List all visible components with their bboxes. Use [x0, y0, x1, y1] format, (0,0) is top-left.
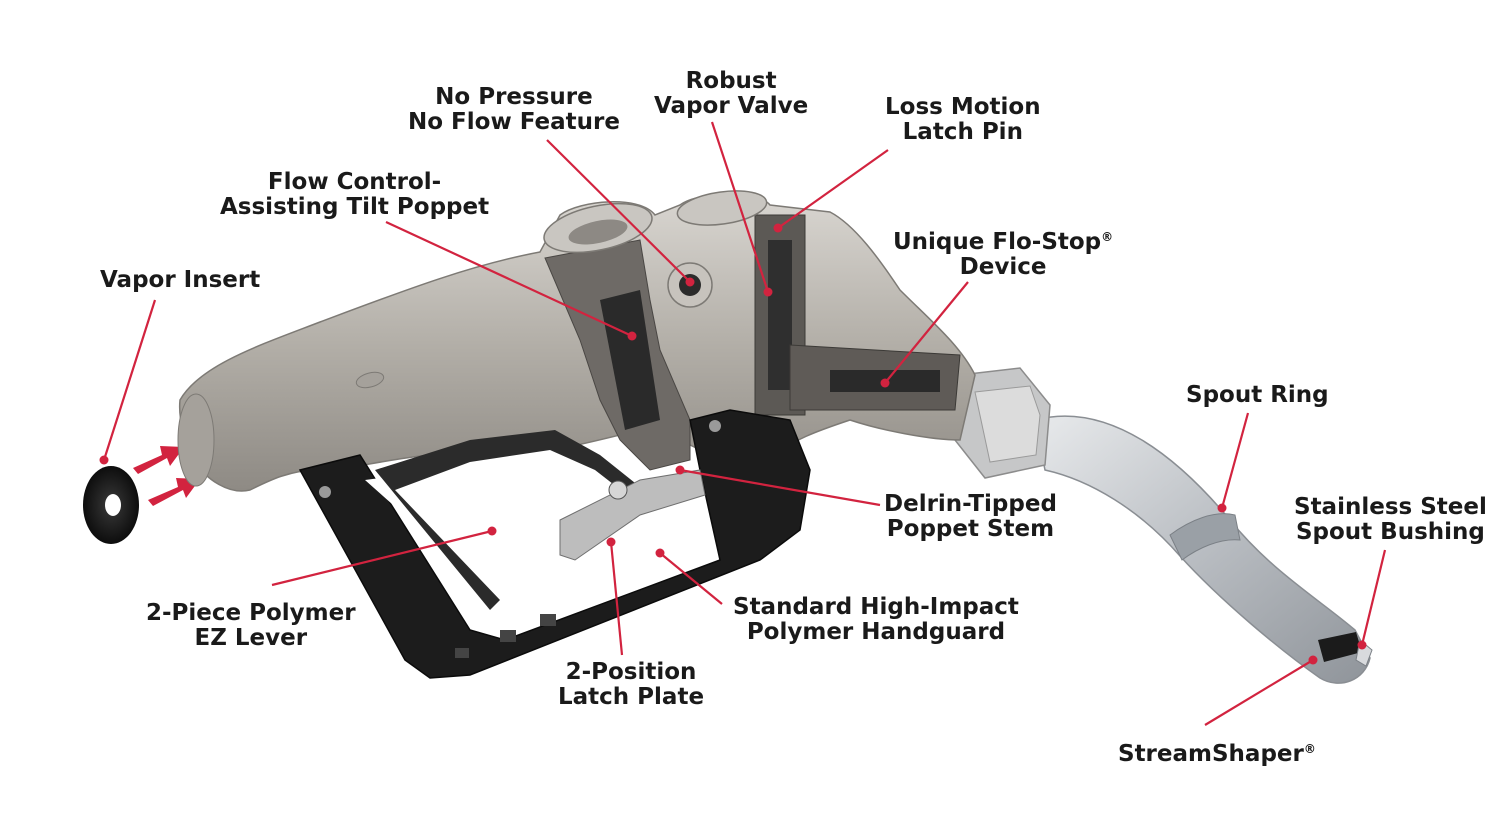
- spout-collar: [954, 367, 1051, 479]
- label-handguard: Standard High-Impact Polymer Handguard: [733, 594, 1019, 645]
- nozzle-body: [177, 190, 976, 492]
- registered-mark: ®: [1303, 742, 1316, 756]
- label-delrin-poppet: Delrin-Tipped Poppet Stem: [884, 491, 1057, 542]
- insert-arrows: [133, 446, 200, 506]
- label-streamshaper: StreamShaper®: [1118, 741, 1316, 767]
- label-spout-ring: Spout Ring: [1186, 382, 1329, 408]
- registered-mark: ®: [1101, 230, 1114, 244]
- label-robust-vapor-valve: Robust Vapor Valve: [654, 68, 809, 119]
- label-latch-plate: 2-Position Latch Plate: [558, 659, 705, 710]
- label-loss-motion: Loss Motion Latch Pin: [885, 94, 1041, 145]
- handguard: [298, 409, 811, 679]
- leader-lines: [102, 121, 1387, 726]
- label-ez-lever: 2-Piece Polymer EZ Lever: [146, 600, 356, 651]
- label-flo-stop: Unique Flo-Stop® Device: [893, 229, 1114, 280]
- label-no-pressure: No Pressure No Flow Feature: [408, 84, 620, 135]
- latch-plate: [559, 469, 706, 561]
- leader-dots: [99, 223, 1367, 665]
- label-flow-control: Flow Control- Assisting Tilt Poppet: [220, 169, 490, 220]
- label-vapor-insert: Vapor Insert: [100, 267, 261, 293]
- spout: [1034, 415, 1373, 684]
- vapor-insert-washer: [83, 466, 139, 544]
- label-stainless-bushing: Stainless Steel Spout Bushing: [1294, 494, 1487, 545]
